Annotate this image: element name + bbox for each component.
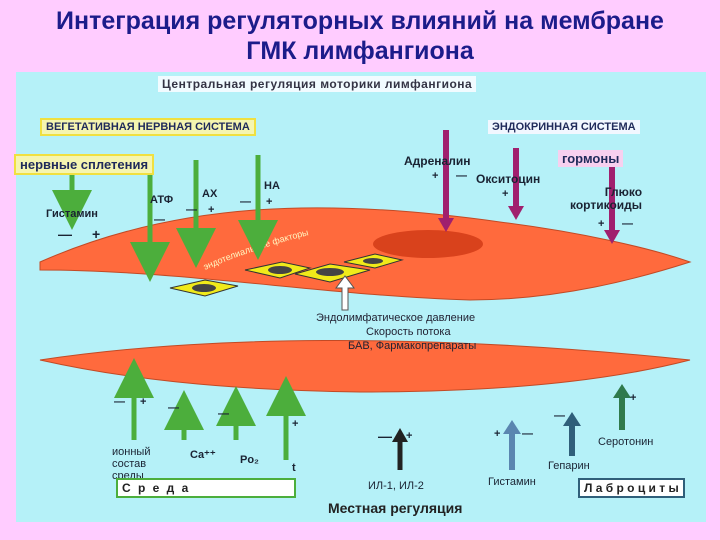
label-oxytocin: Окситоцин <box>476 172 541 186</box>
upper-muscle-layer <box>39 207 692 301</box>
sign-il-minus: — <box>378 428 392 444</box>
environment-box: С р е д а <box>116 478 296 498</box>
label-histamine-bottom: Гистамин <box>488 476 536 488</box>
title-line-2: ГМК лимфангиона <box>246 37 474 65</box>
sign-serotonin-plus: + <box>630 392 637 404</box>
sign-ach-plus: + <box>208 204 215 216</box>
sign-ca-minus: — <box>168 402 179 414</box>
sign-il-plus: + <box>406 430 413 442</box>
sign-gluco-minus: — <box>622 218 633 230</box>
endothelial-cell-3-nucleus <box>316 268 344 276</box>
label-flow-speed: Скорость потока <box>366 326 451 338</box>
sign-oxytocin-plus: + <box>502 188 509 200</box>
label-pressure: Эндолимфатическое давление <box>316 312 476 324</box>
label-po2: Po₂ <box>240 454 259 466</box>
label-ach: АХ <box>202 188 218 200</box>
label-ca: Ca⁺⁺ <box>190 449 216 461</box>
sign-ionic-minus: — <box>114 396 125 408</box>
sign-heparin-minus: — <box>554 410 565 422</box>
label-bav: БАВ, Фармакопрепараты <box>348 340 477 352</box>
title-line-1: Интеграция регуляторных влияний на мембр… <box>56 7 664 35</box>
label-histamine-top: Гистамин <box>46 208 98 220</box>
sign-na-plus: + <box>266 196 273 208</box>
sign-po2-minus: — <box>218 408 229 420</box>
smooth-muscle-nucleus-red <box>373 230 483 258</box>
endothelial-cell-1-nucleus <box>192 284 216 292</box>
endothelial-cell-2-nucleus <box>268 266 292 274</box>
sign-t-plus: + <box>292 418 299 430</box>
label-glucocorticoids: Глюко кортикоиды <box>570 185 643 212</box>
sign-gluco-plus: + <box>598 218 605 230</box>
sign-na-minus: — <box>240 196 251 208</box>
label-t: t <box>292 462 296 474</box>
sign-adrenaline-minus: — <box>456 170 467 182</box>
slide-title: Интеграция регуляторных влияний на мембр… <box>0 6 720 66</box>
diagram-panel <box>16 72 706 522</box>
sign-ionic-plus: + <box>140 396 147 408</box>
label-heparin: Гепарин <box>548 460 590 472</box>
local-regulation-label: Местная регуляция <box>328 500 463 516</box>
sign-adrenaline-plus: + <box>432 170 439 182</box>
endothelial-cell-4-nucleus <box>363 258 383 264</box>
sign-histamine-bottom-minus: — <box>522 428 533 440</box>
label-ionic: ионный состав среды <box>112 446 151 482</box>
sign-histamine-plus: + <box>92 226 101 242</box>
labrocytes-box: Л а б р о ц и т ы <box>578 478 685 498</box>
sign-atp-minus: — <box>154 214 165 226</box>
lower-muscle-layer <box>39 340 691 393</box>
hormones-box: гормоны <box>558 150 624 167</box>
label-na: НА <box>264 180 280 192</box>
sign-histamine-bottom-plus: + <box>494 428 501 440</box>
arrow-endolymphatic-pressure <box>335 275 355 311</box>
label-adrenaline: Адреналин <box>404 154 471 168</box>
label-atp: АТФ <box>150 194 174 206</box>
sign-histamine-minus: — <box>58 226 72 242</box>
vns-box: ВЕГЕТАТИВНАЯ НЕРВНАЯ СИСТЕМА <box>40 118 256 136</box>
sign-ach-minus: — <box>186 204 197 216</box>
plexus-box: нервные сплетения <box>14 154 155 175</box>
central-regulation-header: Центральная регуляция моторики лимфангио… <box>158 76 477 92</box>
label-il: ИЛ-1, ИЛ-2 <box>368 480 424 492</box>
endocrine-box: ЭНДОКРИННАЯ СИСТЕМА <box>488 120 640 134</box>
label-serotonin: Серотонин <box>598 436 654 448</box>
